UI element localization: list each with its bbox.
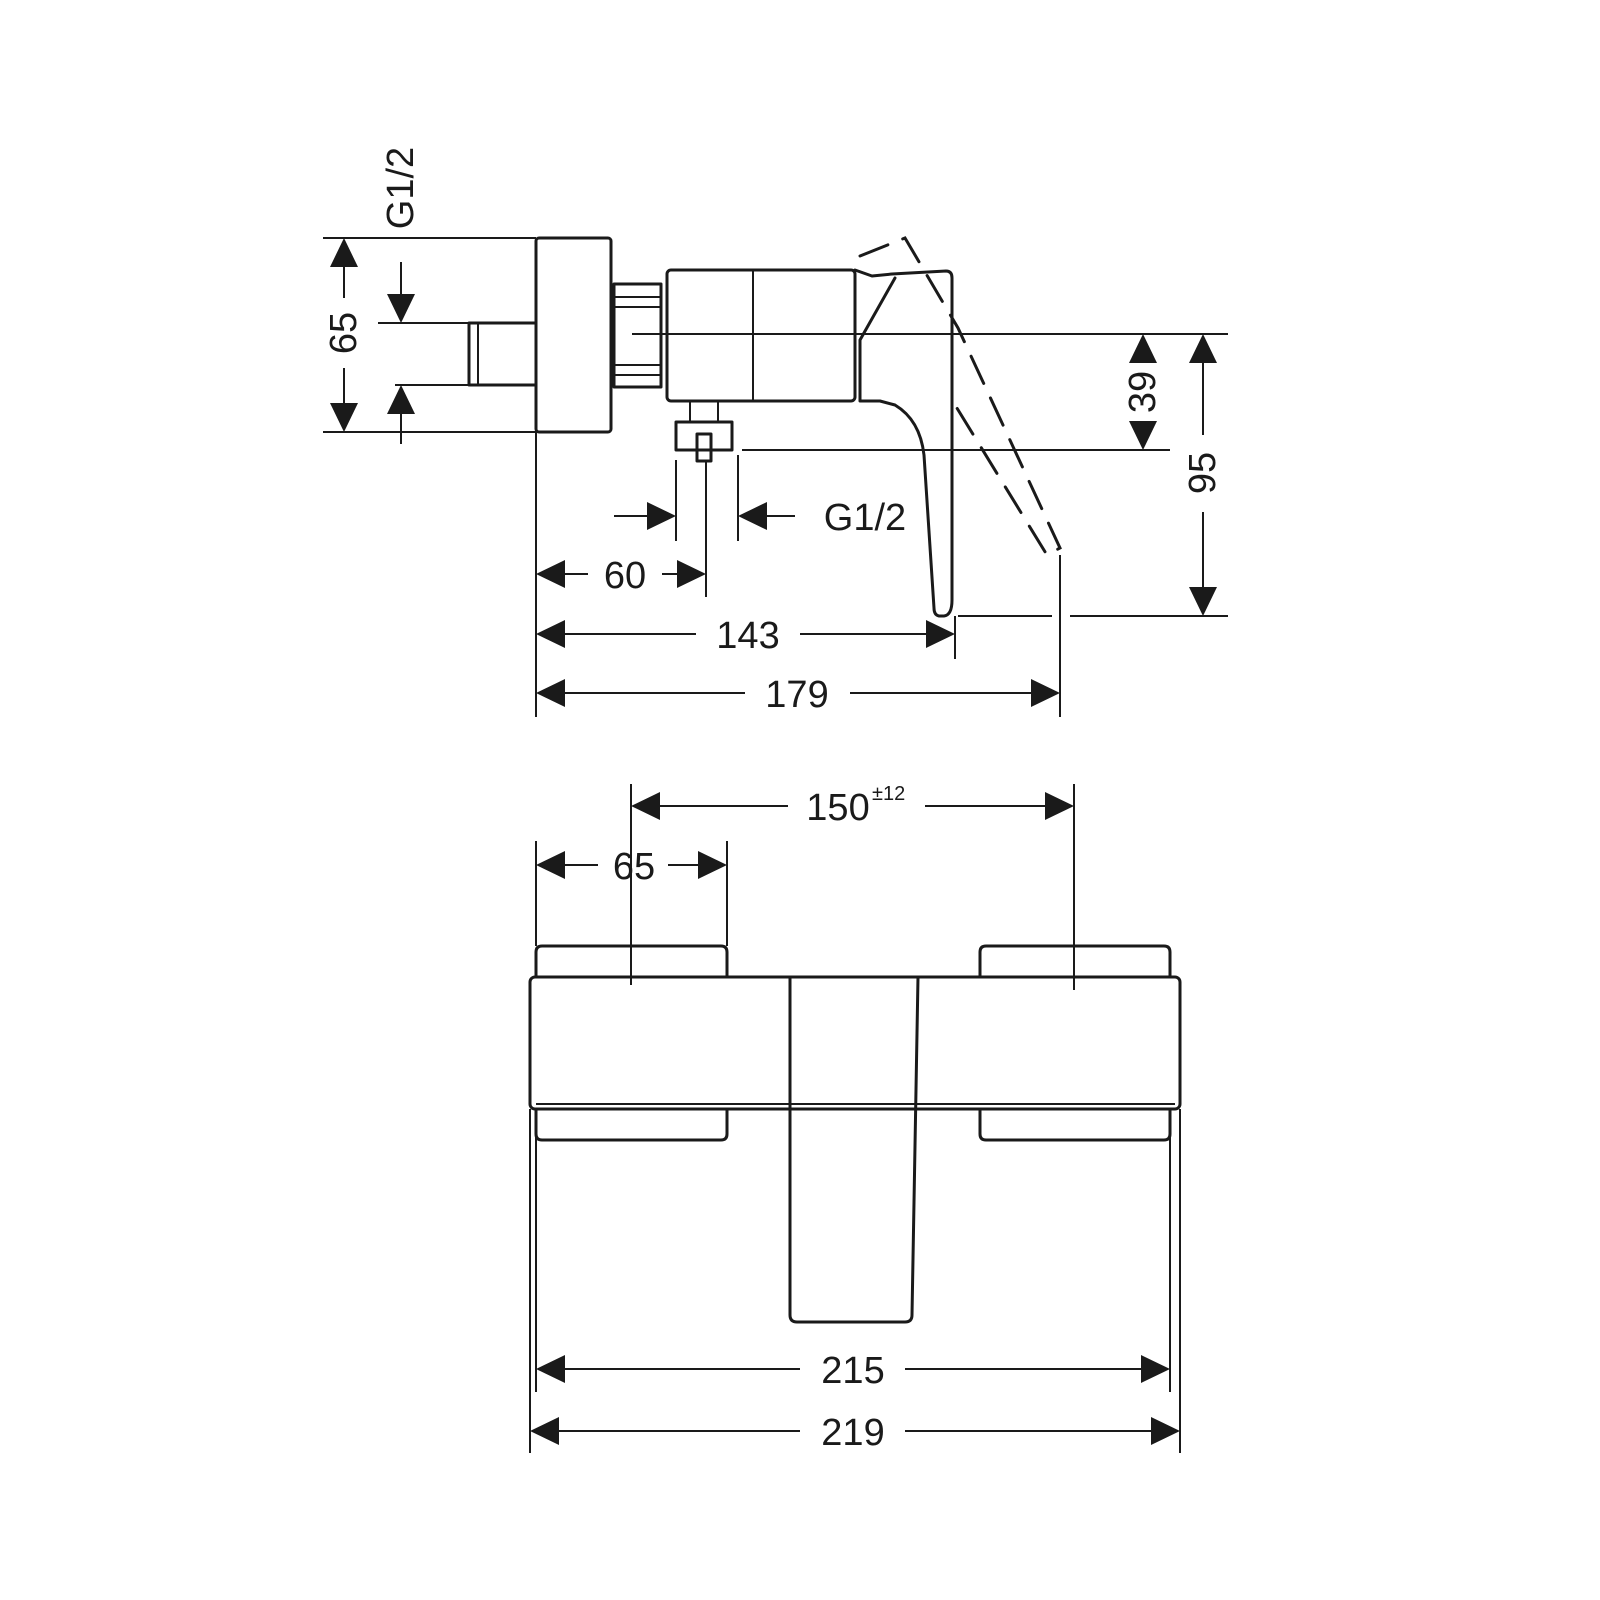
wall-flange — [534, 236, 613, 434]
lever — [853, 268, 954, 618]
dim-219: 219 — [530, 1412, 1180, 1454]
mixer-body — [665, 268, 857, 403]
dim-thread-top-label: G1/2 — [380, 147, 422, 229]
hex-nut — [612, 282, 663, 389]
dim-65-side-label: 65 — [323, 312, 365, 354]
dim-thread-top: G1/2 — [380, 147, 422, 444]
dim-215-label: 215 — [821, 1350, 884, 1392]
dim-219-label: 219 — [821, 1412, 884, 1454]
dim-143-label: 143 — [716, 615, 779, 657]
pipe-connector — [467, 321, 538, 387]
dim-150: 150 ±12 — [631, 783, 1074, 829]
dim-95: 95 — [1182, 334, 1224, 616]
lever-alternate-position — [858, 236, 1062, 557]
dim-60-label: 60 — [604, 555, 646, 597]
dim-179-label: 179 — [765, 674, 828, 716]
dim-65-side: 65 — [323, 238, 365, 432]
right-bottom-flange — [978, 1107, 1172, 1142]
dim-143: 143 — [536, 615, 955, 657]
dim-150-tolerance: ±12 — [872, 783, 905, 805]
dim-60: 60 — [536, 555, 706, 597]
front-view: 150 ±12 65 215 219 — [528, 783, 1182, 1454]
dim-65-front-label: 65 — [613, 846, 655, 888]
dim-95-label: 95 — [1182, 452, 1224, 494]
dim-thread-bottom-label: G1/2 — [824, 497, 906, 539]
dim-215: 215 — [536, 1350, 1170, 1392]
left-bottom-flange — [534, 1107, 729, 1142]
dim-150-label: 150 — [806, 787, 869, 829]
main-body — [528, 975, 1182, 1111]
lever-front — [788, 975, 920, 1324]
side-view: 65 G1/2 39 95 — [323, 147, 1228, 717]
dim-179: 179 — [536, 674, 1060, 716]
dim-65-front: 65 — [536, 846, 727, 888]
outlet-connector — [674, 420, 734, 452]
dim-39-label: 39 — [1122, 371, 1164, 413]
dim-39: 39 — [1122, 334, 1164, 450]
dim-thread-bottom: G1/2 — [614, 497, 906, 539]
